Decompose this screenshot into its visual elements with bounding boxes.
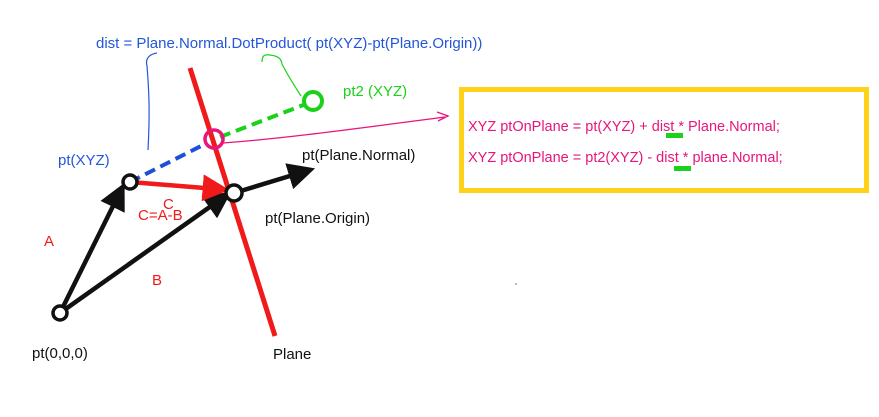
stray-dot <box>515 283 517 285</box>
origin-point <box>51 304 69 322</box>
pt-plane-normal-label: pt(Plane.Normal) <box>302 147 416 164</box>
vector-b-label: B <box>152 272 163 289</box>
magenta-pointer-annotation <box>222 116 446 144</box>
origin-label: pt(0,0,0) <box>32 345 88 362</box>
minus-highlight <box>674 166 691 171</box>
plus-highlight <box>666 133 683 138</box>
c-letter-label: C <box>163 196 174 213</box>
vector-c-arrow <box>129 174 230 202</box>
vector-a-arrow <box>57 182 125 314</box>
distance-dashed-blue <box>129 141 208 184</box>
plane-normal-arrow <box>233 163 316 196</box>
distance-dashed-green <box>219 102 307 139</box>
pt2-label: pt2 (XYZ) <box>343 83 408 100</box>
pt2-point <box>302 90 324 112</box>
dist-equation: dist = Plane.Normal.DotProduct( pt(XYZ)-… <box>96 35 483 52</box>
blue-bracket-annotation <box>145 52 158 151</box>
vector-b-arrow <box>58 191 232 315</box>
formula-line-1: XYZ ptOnPlane = pt(XYZ) + dist * Plane.N… <box>468 119 780 135</box>
pt-plane-origin-label: pt(Plane.Origin) <box>265 210 371 227</box>
magenta-pointer-arrowhead <box>436 111 450 122</box>
pt-xyz-label: pt(XYZ) <box>58 152 110 169</box>
formula-box <box>459 87 869 193</box>
plane-origin-point <box>224 183 244 203</box>
projected-point <box>203 128 225 150</box>
vector-a-label: A <box>44 233 55 250</box>
green-bracket-annotation <box>261 54 302 97</box>
formula-line-2: XYZ ptOnPlane = pt2(XYZ) - dist * plane.… <box>468 150 783 166</box>
plane-label: Plane <box>273 346 312 363</box>
pt-xyz-point <box>121 173 139 191</box>
c-formula-label: C=A-B <box>138 207 183 224</box>
